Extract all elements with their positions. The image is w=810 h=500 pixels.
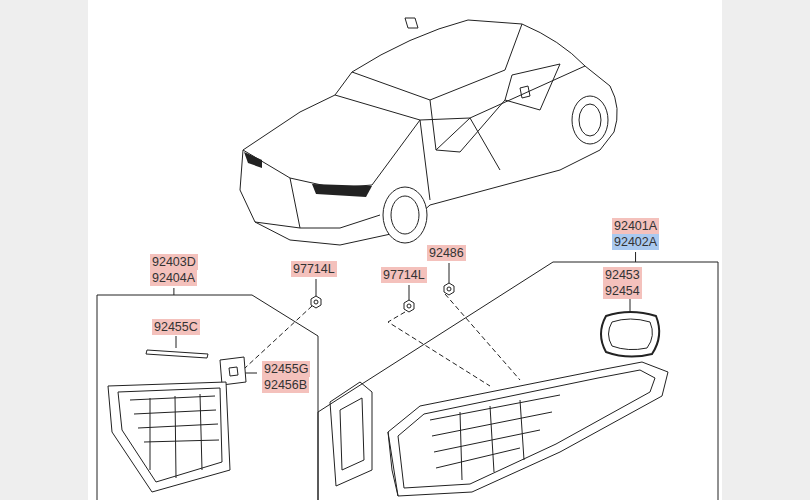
- leader-line: [635, 252, 636, 262]
- part-number: 92404A: [150, 270, 197, 286]
- gasket-drawing: [220, 357, 246, 385]
- side-margin: [722, 0, 810, 500]
- callout-number: 92453: [603, 267, 642, 283]
- bracket-drawing: [330, 382, 372, 486]
- part-number: 92402A: [612, 234, 659, 250]
- gasket-drawing: [229, 367, 238, 376]
- part-group-frame: 92401A92402A: [310, 216, 719, 500]
- part-number: 92401A: [612, 218, 659, 234]
- gasket-drawing: [601, 312, 659, 357]
- frame-line: [97, 295, 318, 500]
- callout-number: 97714L: [291, 261, 337, 277]
- callout-number: 92455G: [262, 361, 310, 377]
- bracket-drawing: [340, 398, 364, 470]
- car-drawing: [240, 18, 617, 245]
- taillight-mark: [244, 152, 262, 168]
- callout-number: 92486: [427, 245, 466, 261]
- leader-line: [173, 288, 174, 295]
- gasket-drawing: [609, 319, 653, 350]
- lamp-drawing: [388, 362, 668, 496]
- callout-number: 97714L: [381, 267, 427, 283]
- frame-heading: 92401A92402A: [612, 218, 659, 250]
- strip-drawing: [146, 350, 208, 358]
- callout-number: 92456B: [262, 377, 309, 393]
- nut-symbol: [311, 283, 454, 312]
- taillight-mark: [312, 184, 372, 197]
- frame-line: [318, 262, 718, 500]
- frame-heading: 92403D92404A: [150, 254, 198, 286]
- lamp-drawing: [108, 382, 230, 492]
- part-number: 92403D: [150, 254, 198, 270]
- frame-outline: [310, 216, 719, 500]
- dashed-leader: [232, 294, 520, 386]
- callout-number: 92455C: [152, 319, 200, 335]
- side-margin: [0, 0, 88, 500]
- callout-number: 92454: [603, 283, 642, 299]
